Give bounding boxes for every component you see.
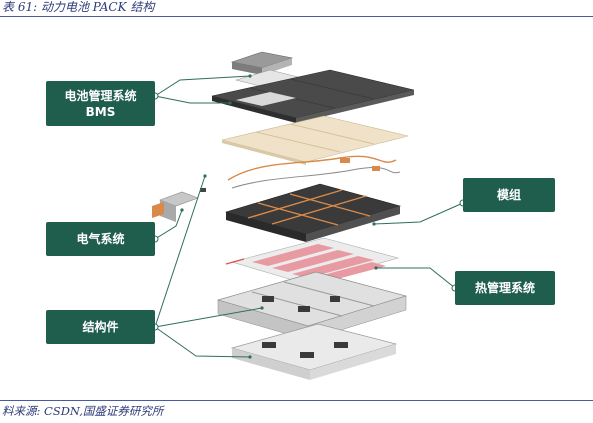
- leader-structural-2: [154, 326, 251, 358]
- bottom-tray: [230, 323, 398, 380]
- label-electrical-text: 电气系统: [76, 232, 125, 246]
- insulation-plate: [221, 115, 409, 165]
- thermal-plate: [225, 237, 400, 285]
- label-thermal-text: 热管理系统: [474, 281, 535, 295]
- leader-bms-2: [154, 95, 230, 104]
- label-bms-line1: 电池管理系统: [64, 88, 137, 103]
- source-note: 料来源: CSDN,国盛证券研究所: [0, 400, 593, 423]
- leader-module: [373, 202, 464, 225]
- label-structural-parts: 结构件: [46, 310, 155, 344]
- leader-bms: [154, 75, 251, 97]
- leader-lines: [154, 75, 464, 358]
- label-structural-text: 结构件: [82, 320, 119, 334]
- label-module: 模组: [463, 178, 555, 212]
- electrical-harness: [200, 155, 401, 192]
- label-electrical-system: 电气系统: [46, 222, 155, 256]
- label-bms: 电池管理系统 BMS: [46, 81, 155, 126]
- label-thermal-management: 热管理系统: [455, 271, 555, 305]
- figure-caption: 表 61: 动力电池 PACK 结构: [0, 0, 593, 17]
- leader-thermal: [376, 267, 456, 289]
- label-module-text: 模组: [496, 188, 521, 202]
- leader-endpoints: [180, 74, 378, 359]
- leader-electrical: [154, 209, 183, 240]
- leader-structural-3: [154, 175, 206, 328]
- leader-structural-1: [154, 307, 263, 328]
- label-bms-line2: BMS: [85, 104, 116, 119]
- bms-unit: [230, 51, 294, 75]
- top-cover: [211, 69, 415, 123]
- battery-modules: [224, 183, 402, 242]
